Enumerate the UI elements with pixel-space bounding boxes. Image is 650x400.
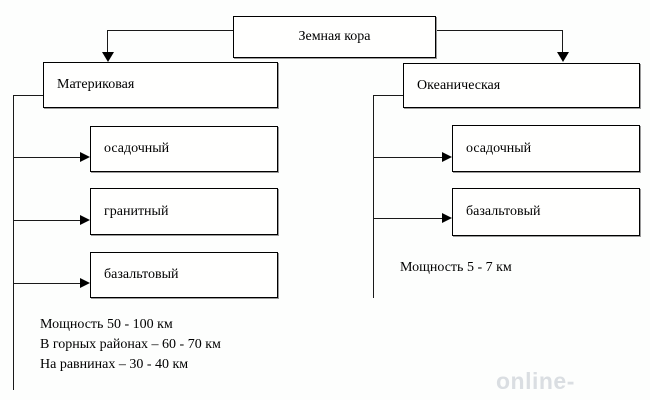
connector-continental-basalt-line [13,283,81,284]
layer-label: базальтовый [466,204,541,219]
branch-label-oceanic: Океаническая [417,77,501,93]
note-line: В горных районах – 60 - 70 км [40,337,221,352]
branch-box-continental: Материковая [43,62,278,108]
right-arrow-icon [442,152,452,162]
root-label: Земная кора [298,29,371,44]
connector-continental-sedimentary-line [13,157,81,158]
right-arrow-icon [80,215,90,225]
layer-box-continental-basalt: базальтовый [90,252,278,298]
layer-label: базальтовый [104,267,179,282]
connector-root-to-oceanic-vline [562,30,563,53]
layer-label: гранитный [104,203,169,219]
continental-bracket-top-hline [13,95,43,96]
right-arrow-icon [80,152,90,162]
connector-root-to-continental-vline [107,30,108,53]
continental-bracket-vline [13,95,14,390]
connector-continental-granite-line [13,220,81,221]
layer-label: осадочный [104,141,170,156]
connector-oceanic-sedimentary-line [373,157,443,158]
note-line: На равнинах – 30 - 40 км [40,357,189,372]
connector-root-to-oceanic-hline [436,30,562,31]
oceanic-bracket-vline [373,95,374,298]
watermark-text: online-otvet.ru [496,368,584,400]
layer-label: осадочный [466,140,532,156]
oceanic-bracket-top-hline [373,95,403,96]
down-arrow-icon [557,52,569,62]
layer-box-continental-sedimentary: осадочный [90,126,278,172]
layer-box-continental-granite: гранитный [90,188,278,235]
branch-box-oceanic: Океаническая [403,63,640,108]
connector-root-to-continental-hline [107,30,233,31]
layer-box-oceanic-sedimentary: осадочный [452,125,640,172]
oceanic-thickness-note: Мощность 5 - 7 км [400,258,512,278]
root-box-earth-crust: Земная кора [233,16,436,58]
down-arrow-icon [102,52,114,62]
note-line: Мощность 5 - 7 км [400,260,512,275]
continental-thickness-notes: Мощность 50 - 100 км В горных районах – … [40,315,221,375]
layer-box-oceanic-basalt: базальтовый [452,188,640,236]
connector-oceanic-basalt-line [373,218,443,219]
note-line: Мощность 50 - 100 км [40,317,173,332]
branch-label-continental: Материковая [57,77,135,92]
right-arrow-icon [442,213,452,223]
right-arrow-icon [80,278,90,288]
